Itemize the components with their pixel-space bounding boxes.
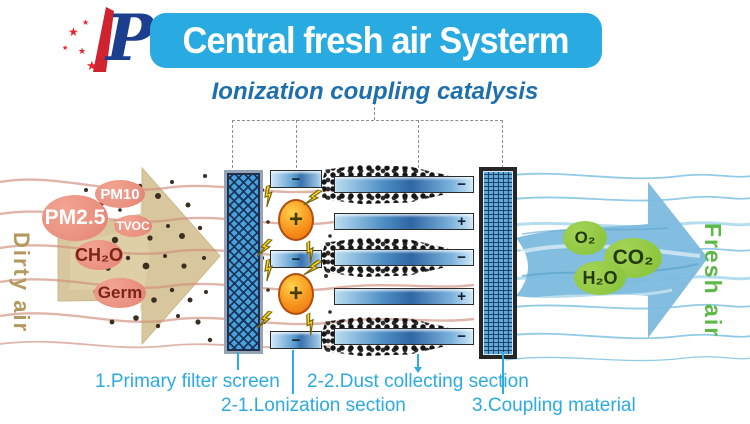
bracket-drop-filter [232,120,233,168]
bracket-drop-dust [418,120,419,168]
tick-dust-arrow-icon [414,367,422,373]
ionizer-plate: − [270,250,322,268]
minus-sign: − [291,331,301,349]
page-title: Central fresh air Systerm [182,19,570,61]
dirty-air-label: Dirty air [9,232,34,334]
section-label-ionization: 2-1.Lonization section [221,395,406,416]
minus-sign: − [457,176,466,193]
brand-logo: ★ ★ ★ ★ ★ P [58,1,156,79]
lightning-icon [256,310,274,329]
lightning-icon [303,189,323,206]
plus-sign: + [457,213,466,230]
bracket-drop-coupling [502,120,503,168]
lightning-icon [303,259,323,276]
plus-sign: + [288,206,303,233]
ionizer-plate: − [270,170,322,188]
svg-text:★: ★ [62,44,68,52]
logo-letter: P [104,4,153,76]
molecule-bubble-o2: O₂ [563,221,607,255]
logo-stars-icon: ★ ★ ★ ★ ★ [62,18,98,73]
tick-dust [417,354,419,367]
section-label-dust: 2-2.Dust collecting section [307,371,529,392]
primary-filter-screen [224,170,263,354]
ion-emitter: + [278,199,314,241]
title-banner: Central fresh air Systerm [150,13,602,68]
collector-bar: − [321,238,474,277]
ion-emitter: + [278,273,314,315]
lightning-icon [306,240,314,264]
minus-sign: − [457,328,466,345]
lightning-icon [256,238,274,257]
lightning-icon [264,184,273,208]
pollutant-bubble-pm10: PM10 [95,180,145,208]
pollutant-bubble-tvoc: TVOC [114,215,152,237]
tick-coupling [502,352,504,394]
svg-text:★: ★ [78,46,86,56]
svg-text:★: ★ [86,58,98,73]
collector-bar: − [321,165,474,204]
tick-filter [237,352,239,370]
ionizer-plate: − [270,331,322,349]
section-label-filter: 1.Primary filter screen [95,371,280,392]
bracket-bar [232,120,503,121]
molecule-bubble-h2o: H₂O [574,261,626,295]
collector-bar: − [321,317,474,356]
minus-sign: − [291,250,301,268]
tick-ionization [292,350,294,394]
pollutant-bubble-pm25: PM2.5 [42,195,108,241]
page-subtitle: Ionization coupling catalysis [211,78,539,105]
logo-wedge-icon [93,7,114,72]
minus-sign: − [457,249,466,266]
minus-sign: − [291,170,301,188]
plus-sign: + [457,288,466,305]
pollutant-bubble-ch2o: CH₂O [75,240,123,270]
lightning-icon [306,312,314,336]
collector-bar: + [334,288,474,305]
section-label-coupling: 3.Coupling material [472,395,636,416]
coupling-material-panel [479,167,517,359]
plus-sign: + [288,280,303,307]
pollutant-bubble-germ: Germ [94,278,146,308]
lightning-icon [264,258,273,282]
svg-text:★: ★ [68,25,79,39]
svg-text:★: ★ [82,18,89,27]
collector-bar: + [334,213,474,230]
bracket-stem [374,102,375,120]
bracket-drop-ionization [296,120,297,168]
fresh-air-label: Fresh air [700,223,726,339]
